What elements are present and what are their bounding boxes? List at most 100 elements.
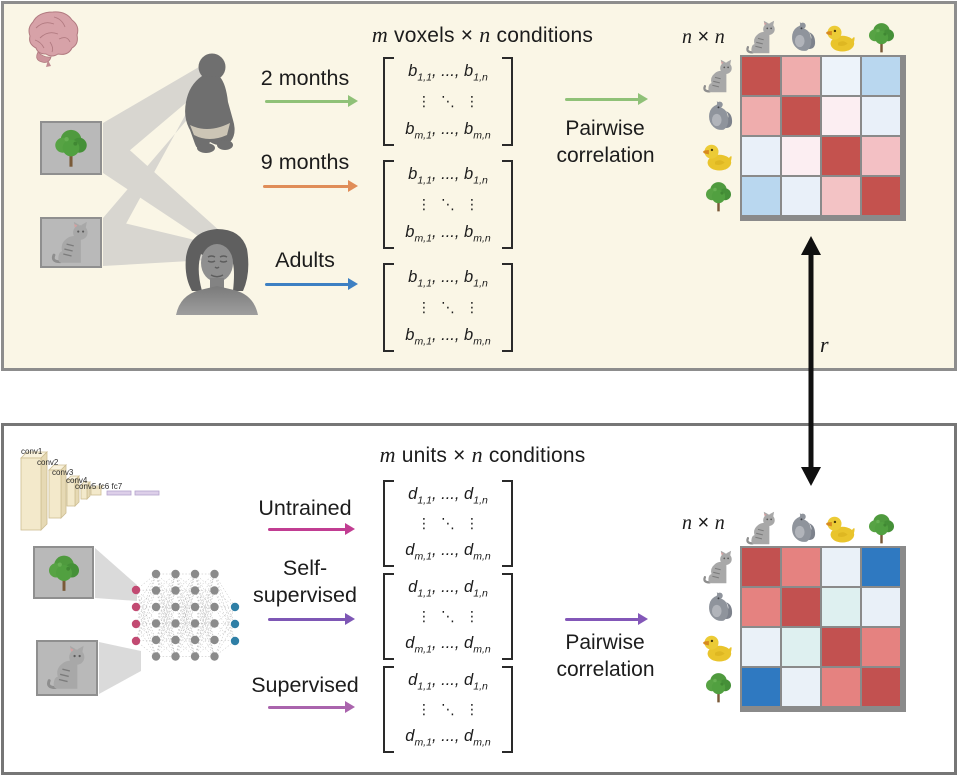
rsm-bottom-column-icons (740, 506, 902, 546)
group-label-self-supervised-2: supervised (253, 583, 357, 607)
cat-icon (703, 549, 733, 584)
rsm-cell-1-0 (742, 97, 780, 135)
matrix-row: b1,1, ..., b1,n (408, 165, 488, 187)
matrix-row: b1,1, ..., b1,n (408, 62, 488, 84)
arrow-pairwise-top (565, 93, 648, 105)
cat-icon (745, 20, 776, 55)
rsm-cell-3-0 (742, 177, 780, 215)
matrix-self-supervised: d1,1, ..., d1,n⋮⋱⋮dm,1, ..., dm,n (383, 573, 513, 660)
rsm-cell-1-3 (862, 588, 900, 626)
stimulus-tree-bottom (33, 546, 94, 599)
duck-icon (703, 144, 732, 170)
stimulus-cat-bottom (36, 640, 98, 696)
arrow-supervised (268, 701, 355, 713)
matrix-dots: ⋮⋱⋮ (417, 93, 479, 110)
tree-icon (48, 555, 79, 591)
rsm-cell-0-0 (742, 548, 780, 586)
adult-silhouette (176, 229, 258, 315)
tree-icon (868, 514, 894, 544)
rsm-cell-2-2 (822, 137, 860, 175)
rsm-cell-1-2 (822, 588, 860, 626)
matrix-row: d1,1, ..., d1,n (408, 578, 488, 600)
cat-icon (745, 511, 776, 546)
matrix-dots: ⋮⋱⋮ (417, 196, 479, 213)
rsm-cell-0-3 (862, 57, 900, 95)
rsm-cell-0-3 (862, 548, 900, 586)
stimulus-cat-top (40, 217, 102, 268)
group-label-supervised: Supervised (251, 673, 359, 697)
rsm-top-row-icons (694, 55, 740, 217)
pairwise-label-bottom-1: Pairwise (565, 631, 645, 654)
rsm-cell-3-2 (822, 177, 860, 215)
matrix-untrained: d1,1, ..., d1,n⋮⋱⋮dm,1, ..., dm,n (383, 480, 513, 567)
squirrel-icon (791, 22, 815, 51)
baby-silhouette (185, 53, 235, 153)
conv2-label: conv2 (37, 458, 59, 467)
rsm-cell-2-2 (822, 628, 860, 666)
duck-icon (825, 516, 855, 543)
cat-icon (46, 645, 86, 691)
cat-icon (51, 220, 90, 264)
matrix-supervised: d1,1, ..., d1,n⋮⋱⋮dm,1, ..., dm,n (383, 666, 513, 753)
rsm-cell-3-2 (822, 668, 860, 706)
neural-network-graphic (131, 569, 240, 661)
group-label-untrained: Untrained (258, 496, 352, 520)
matrix-adults: b1,1, ..., b1,n ⋮⋱⋮ bm,1, ..., bm,n (383, 263, 513, 352)
squirrel-icon (709, 591, 733, 621)
matrix-row: bm,1, ..., bm,n (405, 325, 491, 347)
rsm-cell-0-2 (822, 57, 860, 95)
pairwise-label-top-1: Pairwise (565, 117, 645, 140)
rsm-cell-2-3 (862, 137, 900, 175)
top-panel-title: m voxels × n conditions (371, 22, 594, 47)
arrow-2-months (265, 95, 358, 107)
bottom-panel-title: m units × n conditions (379, 442, 586, 467)
arrow-9-months (263, 180, 358, 192)
matrix-row: dm,1, ..., dm,n (405, 633, 491, 655)
matrix-9-months: b1,1, ..., b1,n ⋮⋱⋮ bm,1, ..., bm,n (383, 160, 513, 249)
rsm-cell-1-1 (782, 588, 820, 626)
matrix-2-months: b1,1, ..., b1,n ⋮⋱⋮ bm,1, ..., bm,n (383, 57, 513, 146)
group-label-adults: Adults (275, 248, 335, 272)
pairwise-label-bottom-2: correlation (556, 658, 655, 681)
arrow-adults (265, 278, 358, 290)
matrix-dots: ⋮⋱⋮ (417, 299, 479, 316)
conv1-label: conv1 (21, 447, 43, 456)
matrix-row: dm,1, ..., dm,n (405, 726, 491, 748)
group-label-2-months: 2 months (260, 66, 350, 90)
group-label-self-supervised-1: Self- (282, 556, 328, 580)
rsm-top-grid (740, 55, 906, 221)
rsm-top (694, 15, 906, 221)
stimulus-tree-top (40, 121, 102, 175)
rsm-cell-2-1 (782, 137, 820, 175)
tree-icon (868, 23, 894, 53)
cat-icon (703, 58, 733, 93)
rsm-top-column-icons (740, 15, 902, 55)
cnn-architecture-icon: conv1 conv2 conv3 conv4 conv5 fc6 fc7 (20, 447, 160, 531)
rsm-cell-0-1 (782, 57, 820, 95)
rsm-cell-3-3 (862, 668, 900, 706)
rsm-cell-0-1 (782, 548, 820, 586)
pairwise-label-top-2: correlation (556, 144, 655, 167)
nxn-label-bottom: n × n (682, 512, 725, 534)
rsm-cell-0-0 (742, 57, 780, 95)
squirrel-icon (791, 513, 815, 542)
duck-icon (825, 25, 855, 52)
rsm-cell-2-0 (742, 628, 780, 666)
correlation-link-arrow (801, 236, 821, 486)
brain-icon (28, 11, 79, 67)
rsm-cell-2-0 (742, 137, 780, 175)
rsm-cell-3-0 (742, 668, 780, 706)
matrix-row: bm,1, ..., bm,n (405, 119, 491, 141)
rsm-cell-3-1 (782, 177, 820, 215)
matrix-row: dm,1, ..., dm,n (405, 540, 491, 562)
nxn-label-top: n × n (682, 26, 725, 48)
rsm-cell-2-1 (782, 628, 820, 666)
matrix-row: b1,1, ..., b1,n (408, 268, 488, 290)
group-label-9-months: 9 months (260, 150, 350, 174)
matrix-row: d1,1, ..., d1,n (408, 671, 488, 693)
matrix-dots: ⋮⋱⋮ (417, 515, 479, 532)
rsm-cell-3-1 (782, 668, 820, 706)
rsm-bottom-row-icons (694, 546, 740, 708)
matrix-row: bm,1, ..., bm,n (405, 222, 491, 244)
